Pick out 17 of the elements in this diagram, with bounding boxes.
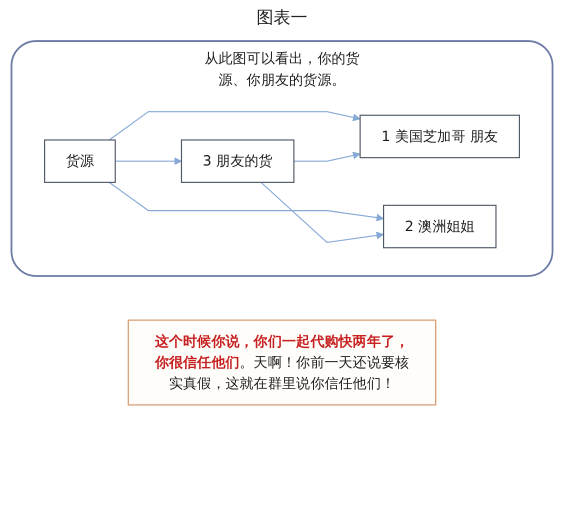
note-box <box>128 319 436 406</box>
process-box <box>360 114 520 158</box>
panel-heading: 从此图可以看出，你的货源、你朋友的货源。 <box>203 48 361 90</box>
diagram-title: 图表一 <box>256 7 308 29</box>
process-box <box>383 204 497 248</box>
note-text: 这个时候你说，你们一起代购快两年了，你很信任他们。天啊！你前一天还说要核实真假，这就在群里说你信任他们！ <box>154 332 410 394</box>
arrow <box>260 182 384 244</box>
arrow <box>108 182 384 222</box>
node-text: 1 美国芝加哥 朋友 <box>381 126 498 146</box>
arrow <box>108 111 360 140</box>
node-text: 3 朋友的货 <box>202 151 273 172</box>
arrow <box>294 152 360 162</box>
node-text: 货源 <box>66 151 94 172</box>
arrow <box>115 157 182 166</box>
process-box <box>44 139 116 183</box>
process-box <box>180 139 294 183</box>
node-text: 2 澳洲姐姐 <box>404 216 475 236</box>
